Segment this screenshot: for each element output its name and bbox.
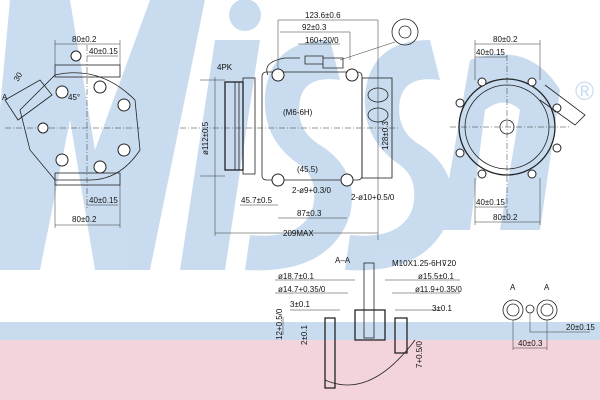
port-offset-dim: 20±0.15 [566,323,595,332]
dia-14-7: ø14.7+0.35/0 [278,285,326,294]
side-view: 4PK ø112±0.5 (M6-6H) (45.5) 2-ø9+0.3/0 2… [180,63,400,238]
pulley-diameter-dim: ø112±0.5 [201,121,210,155]
thread-spec: M10X1.25-6H⊽20 [392,259,457,268]
left-holes-dim: 2-ø9+0.3/0 [292,186,331,195]
thread-label: (M6-6H) [283,108,313,117]
left-top-width: 80±0.2 [72,35,97,44]
height-12: 12+0.5/0 [275,308,284,340]
dia-11-9: ø11.9+0.35/0 [415,285,462,294]
registered-mark: ® [575,76,594,106]
dia-15-5: ø15.5±0.1 [418,272,455,281]
cable-length-dim: 160+20/0 [305,36,339,45]
ports-view: A A 20±0.15 40±0.3 [502,283,595,350]
connector-distance-dim: 92±0.3 [302,23,327,32]
right-holes-dim: 2-ø10+0.5/0 [351,193,395,202]
thread2-label: (45.5) [297,165,318,174]
max-length-dim: 209MAX [283,229,314,238]
left-bottom-half: 40±0.15 [89,196,118,205]
pink-band [0,340,600,400]
right-bottom-width: 80±0.2 [493,213,518,222]
left-bottom-width: 80±0.2 [72,215,97,224]
section-title: A–A [335,256,351,265]
port-spacing-dim: 40±0.3 [518,339,543,348]
overall-length-dim: 123.6±0.6 [305,11,341,20]
left-section-label: A [2,93,8,102]
front-view-left: 80±0.2 40±0.15 45° 30 A 40±0.15 80±0.2 [2,35,141,228]
height-7: 7+0.5/0 [415,341,424,368]
hole-spacing-dim: 87±0.3 [297,209,322,218]
dia-18-7: ø18.7±0.1 [278,272,315,281]
right-bottom-half: 40±0.15 [476,198,505,207]
top-dimensions: 123.6±0.6 92±0.3 160+20/0 [266,11,419,240]
right-top-width: 80±0.2 [493,35,518,44]
rear-view-right: 80±0.2 40±0.15 40±0.15 80±0.2 [450,35,586,225]
section-a-a: A–A M10X1.25-6H⊽20 ø18.7±0.1 ø14.7+0.35/… [275,256,462,389]
width-3-right: 3±0.1 [432,304,453,313]
connector-detail [391,18,419,46]
width-3-left: 3±0.1 [290,300,311,309]
height-2: 2±0.1 [300,324,309,345]
left-angle: 45° [68,93,80,102]
port-a-label-right: A [544,283,550,292]
height-dim: 128±0.3 [381,121,390,150]
blue-band [0,322,600,340]
offset-dim: 45.7±0.5 [241,196,273,205]
left-top-half: 40±0.15 [89,47,118,56]
port-a-label-left: A [510,283,516,292]
right-top-half: 40±0.15 [476,48,505,57]
belt-type-label: 4PK [217,63,233,72]
nissens-watermark: ® [0,0,594,271]
